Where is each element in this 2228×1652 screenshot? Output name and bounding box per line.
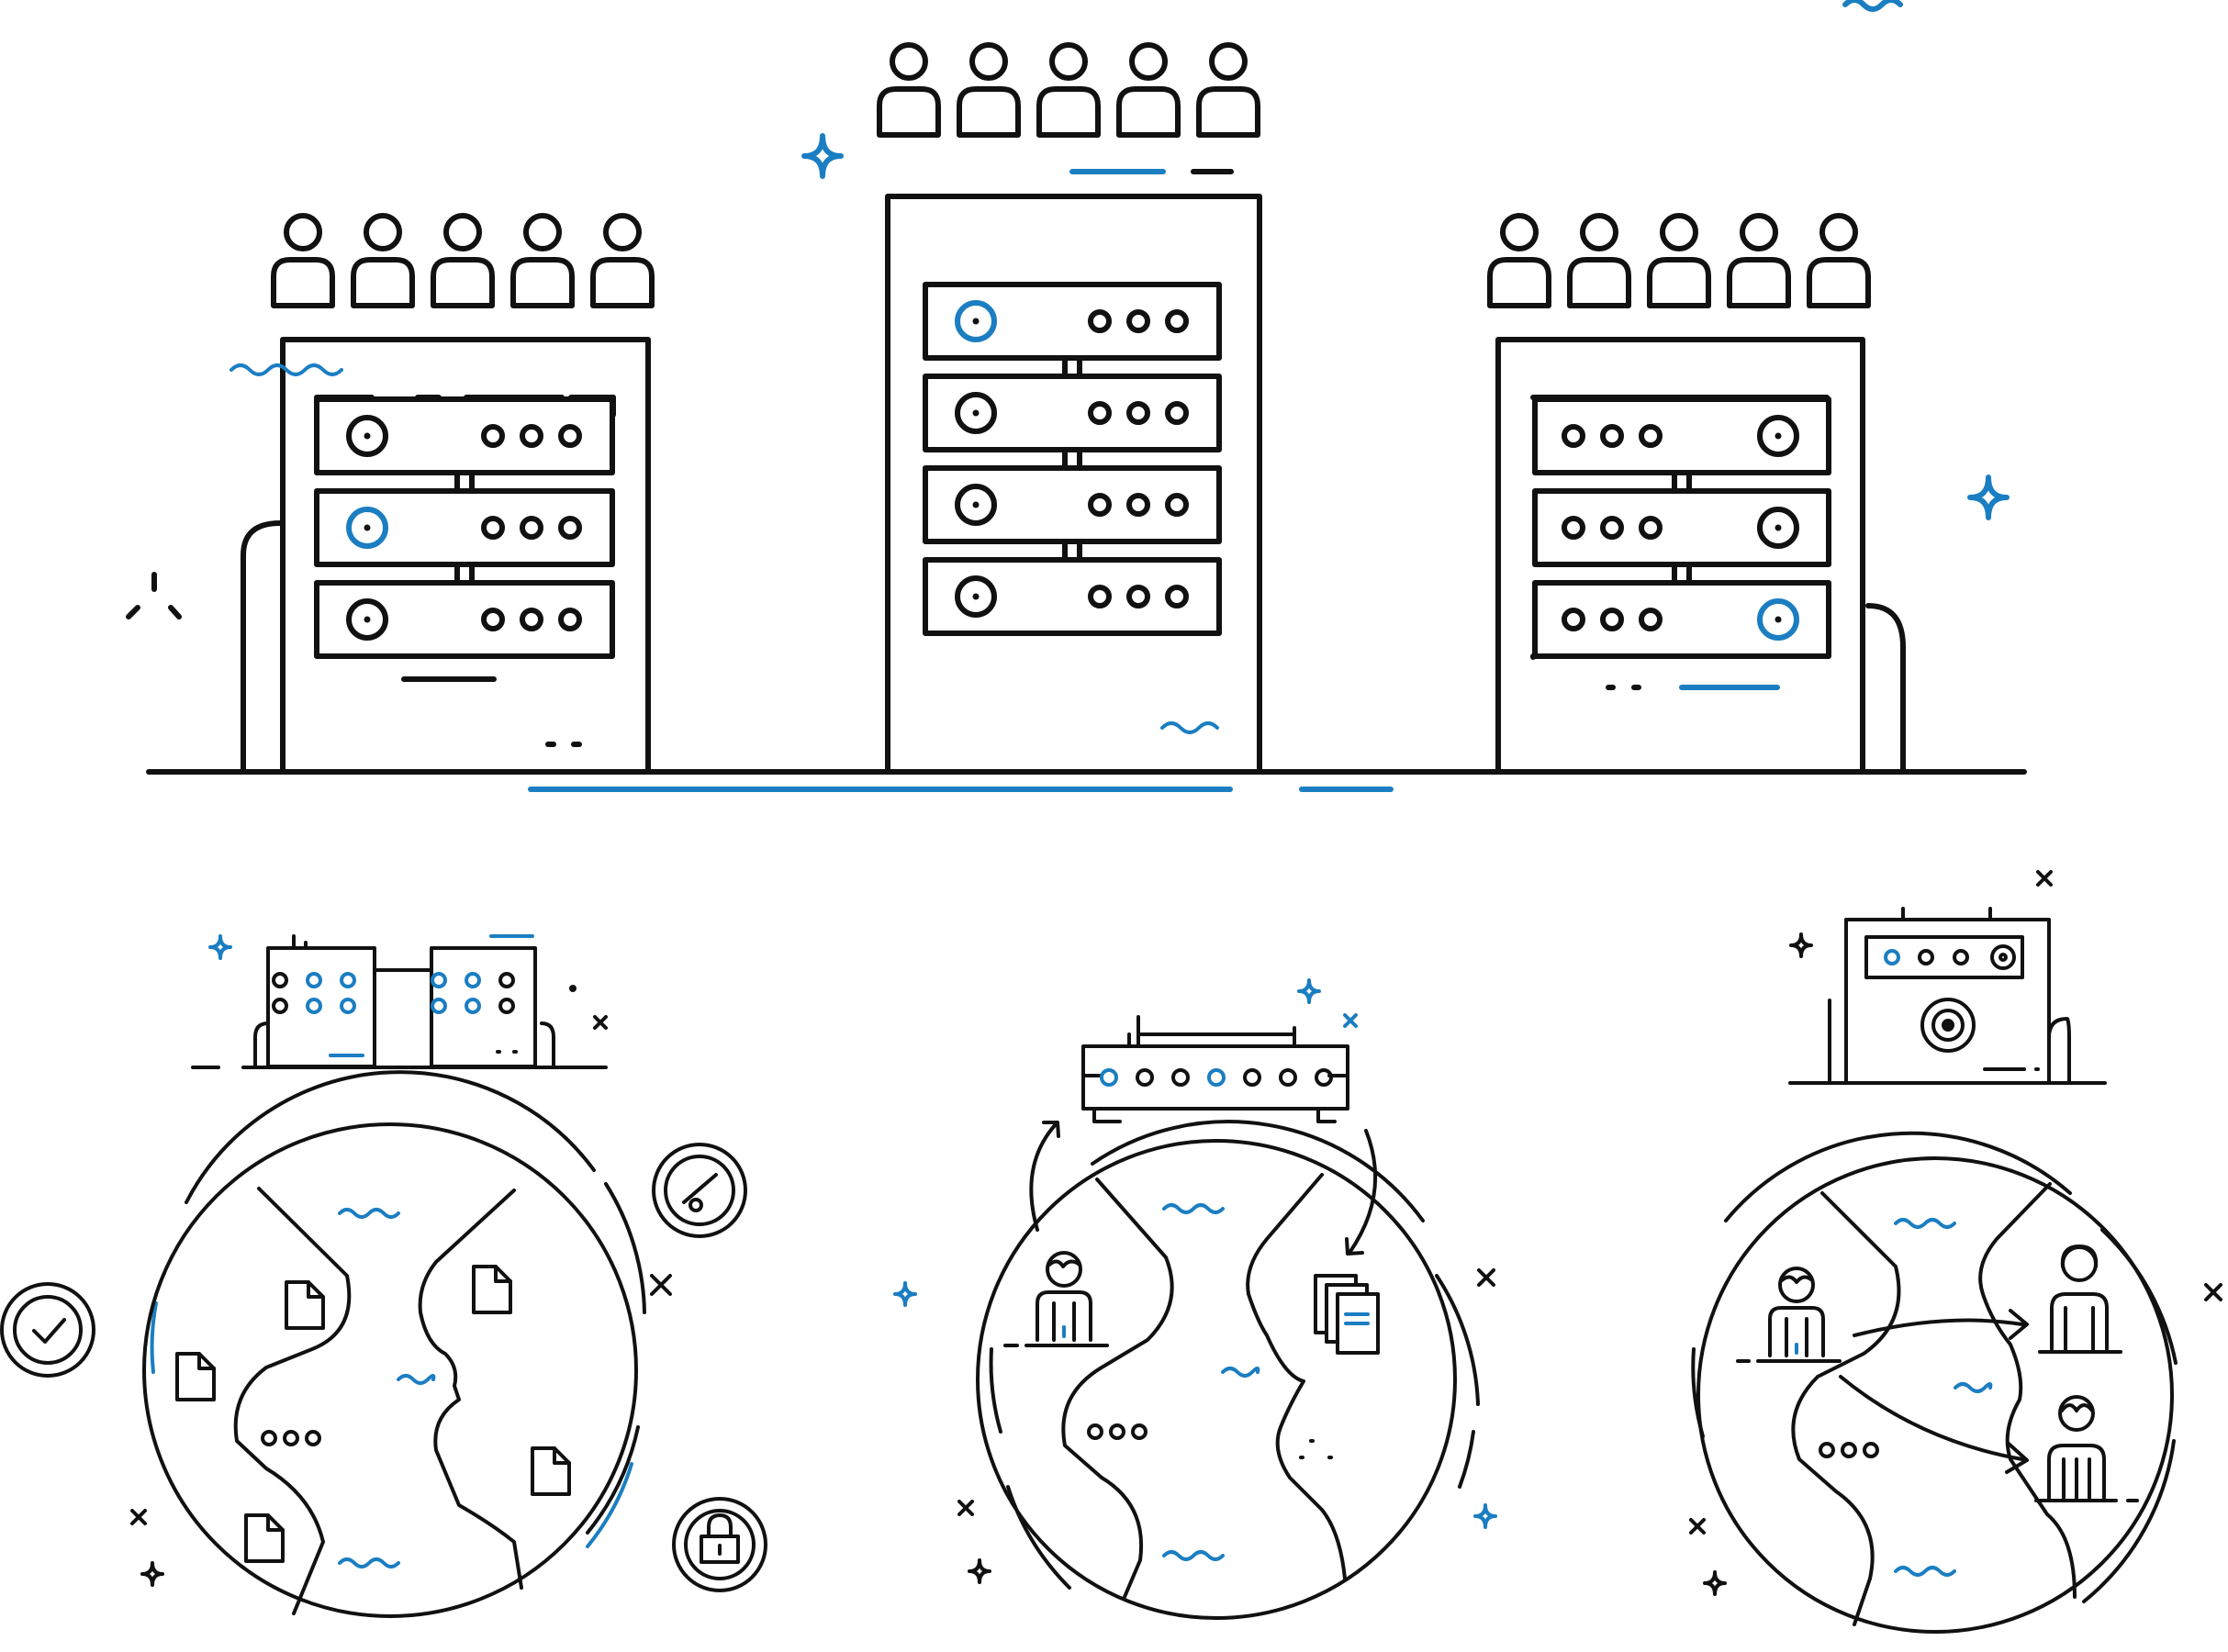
user-icon (1003, 1251, 1109, 1347)
user-icon (351, 213, 415, 308)
team-globe (1691, 1131, 2178, 1634)
document-icon (472, 1265, 512, 1314)
sparkle-icon (1703, 1570, 1727, 1596)
documents-globe-outline (142, 1122, 638, 1618)
speedometer-icon (652, 1143, 747, 1238)
x-mark-icon (1477, 1268, 1495, 1287)
center-rack-cabinet (885, 194, 1262, 775)
x-mark-icon (650, 1274, 672, 1296)
sparkle-icon (1789, 932, 1813, 958)
center-rack (877, 42, 1262, 775)
sparkle-icon (968, 1558, 991, 1584)
right-rack-cabinet (1495, 337, 1865, 775)
spark-mark (126, 572, 182, 620)
dot-mark (569, 985, 577, 992)
user-icon (2038, 1245, 2122, 1354)
server-unit (314, 470, 615, 567)
right-cable (1865, 603, 1906, 774)
document-icon (175, 1352, 216, 1401)
sync-globe (976, 1120, 1480, 1620)
check-badge-icon (0, 1282, 95, 1378)
server-unit (1532, 396, 1831, 475)
server-unit (1532, 470, 1831, 567)
sparkle-icon (801, 133, 844, 179)
document-icon (244, 1513, 285, 1563)
top-right-wave (1842, 0, 1903, 12)
user-icon (1196, 42, 1260, 138)
sync-globe-scene (893, 978, 1497, 1620)
server-unit (923, 539, 1222, 636)
user-icon (1647, 213, 1711, 308)
storage-unit-device (1788, 907, 2107, 1085)
x-mark-icon (1343, 1013, 1358, 1028)
twin-racks-device (191, 934, 608, 1069)
sparkle-icon (1297, 978, 1321, 1004)
user-icon (271, 213, 335, 308)
document-icon (285, 1280, 325, 1330)
user-icon (1116, 42, 1181, 138)
user-icon (1567, 213, 1631, 308)
server-unit (923, 355, 1222, 452)
server-unit (923, 282, 1222, 361)
right-rack-users (1487, 213, 1871, 308)
center-rack-wave (1160, 721, 1219, 734)
user-icon (590, 213, 655, 308)
left-rack (230, 213, 655, 775)
server-unit (923, 447, 1222, 544)
user-icon (957, 42, 1021, 138)
left-cable (241, 520, 283, 774)
documents-globe (142, 1070, 646, 1618)
x-mark-icon (1689, 1518, 1706, 1535)
team-globe-outline (1696, 1156, 2174, 1634)
transfer-arrows-icon (1839, 1309, 2029, 1474)
sparkle-icon (1967, 474, 2010, 520)
padlock-icon (672, 1497, 767, 1592)
user-icon (1036, 42, 1101, 138)
sparkle-icon (208, 934, 232, 960)
user-icon (510, 213, 575, 308)
x-mark-icon (593, 1015, 608, 1030)
user-icon (1736, 1267, 1842, 1363)
documents-globe-scene (0, 934, 767, 1618)
user-icon (1487, 213, 1551, 308)
center-rack-users (877, 42, 1260, 138)
server-unit (314, 562, 615, 659)
user-icon (1807, 213, 1871, 308)
sparkle-icon (140, 1561, 164, 1587)
team-globe-scene (1689, 870, 2222, 1634)
left-rack-cabinet (280, 337, 651, 775)
document-icon (531, 1446, 571, 1496)
sync-globe-outline (976, 1139, 1457, 1620)
network-switch-device (1081, 1015, 1349, 1123)
user-icon (1727, 213, 1791, 308)
server-unit (1532, 562, 1831, 659)
documents-icon (1314, 1274, 1380, 1355)
x-mark-icon (2036, 870, 2053, 887)
left-rack-users (271, 213, 655, 308)
user-icon (2034, 1395, 2139, 1502)
x-mark-icon (130, 1509, 147, 1525)
user-icon (431, 213, 495, 308)
left-rack-wave (230, 363, 343, 376)
right-rack (1487, 213, 1906, 775)
x-mark-icon (2204, 1283, 2222, 1301)
sparkle-icon (893, 1281, 917, 1307)
x-mark-icon (957, 1500, 974, 1516)
data-center-scene (126, 0, 2027, 792)
sparkle-icon (1473, 1503, 1497, 1529)
server-unit (314, 396, 615, 475)
user-icon (877, 42, 941, 138)
sync-arrows-icon (1029, 1121, 1378, 1256)
